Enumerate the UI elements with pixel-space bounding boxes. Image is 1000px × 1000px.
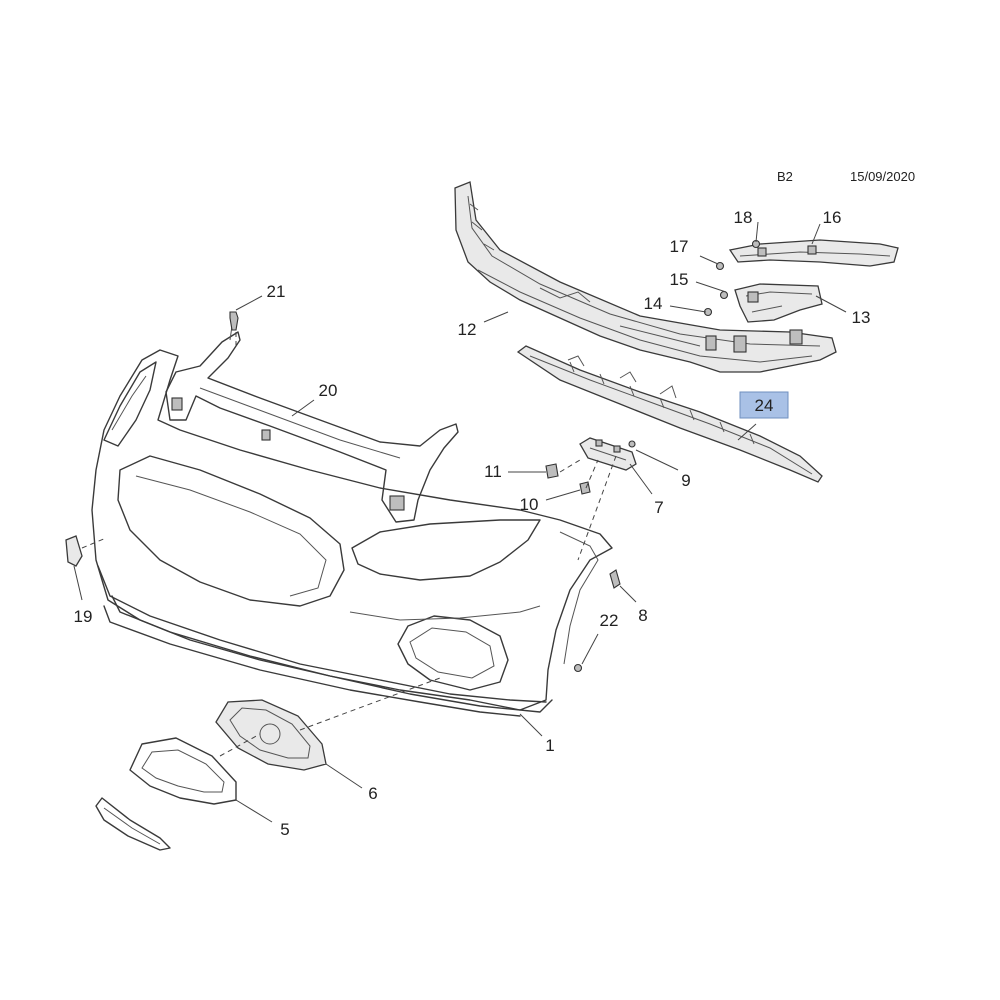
callout-19: 19 <box>74 607 93 626</box>
diagram-code: B2 <box>777 169 793 184</box>
callout-16: 16 <box>823 208 842 227</box>
fog-surround-part-5 <box>129 737 237 805</box>
bracket-part-16 <box>728 239 899 267</box>
upper-carrier-part-12 <box>454 181 837 373</box>
callout-14: 14 <box>644 294 663 313</box>
callout-13: 13 <box>852 308 871 327</box>
callout-20: 20 <box>319 381 338 400</box>
screw-part-21 <box>229 311 239 331</box>
lower-trim-strip <box>95 797 171 851</box>
callout-17: 17 <box>670 237 689 256</box>
bumper-fascia-part-1 <box>91 349 613 717</box>
callout-21: 21 <box>267 282 286 301</box>
callout-6: 6 <box>368 784 377 803</box>
callout-11: 11 <box>484 462 502 481</box>
screw-part-8 <box>609 569 621 589</box>
clip-part-22 <box>573 663 583 673</box>
upper-support-part-20 <box>165 325 459 523</box>
clip-part-11 <box>545 463 559 479</box>
callout-12: 12 <box>458 320 477 339</box>
callout-8: 8 <box>638 606 647 625</box>
clip-part-10 <box>579 481 591 495</box>
highlight-box-24 <box>739 391 789 419</box>
callout-7: 7 <box>654 498 663 517</box>
side-clip-parts-7-9 <box>579 437 637 471</box>
callout-9: 9 <box>681 471 690 490</box>
callout-10: 10 <box>520 495 539 514</box>
callout-15: 15 <box>670 270 689 289</box>
grille-strip-part-24 <box>516 345 823 483</box>
tow-cover-part-19 <box>65 535 83 567</box>
callout-5: 5 <box>280 820 289 839</box>
fog-insert-part-6 <box>215 699 327 771</box>
diagram-date: 15/09/2020 <box>850 169 915 184</box>
callout-24: 24 <box>755 396 774 415</box>
callout-18: 18 <box>734 208 753 227</box>
bracket-part-13 <box>734 283 823 323</box>
callout-1: 1 <box>545 736 554 755</box>
callout-22: 22 <box>600 611 619 630</box>
leader-lines <box>73 221 847 823</box>
